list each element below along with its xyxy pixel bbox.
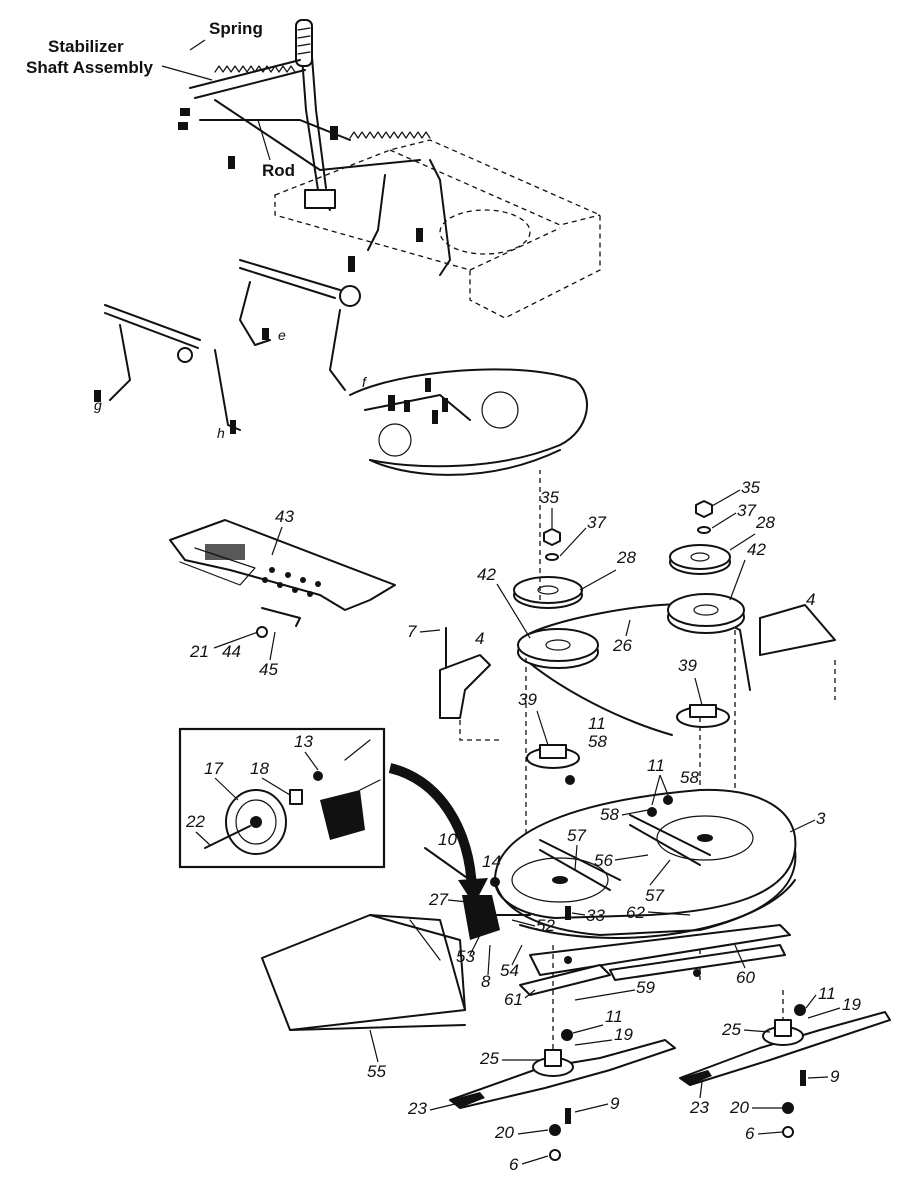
callout-3: 3: [816, 809, 826, 828]
letter-f: f: [362, 374, 368, 390]
callout-18: 18: [250, 759, 269, 778]
callout-21: 21: [189, 642, 209, 661]
callout-25-b: 25: [721, 1020, 741, 1039]
callout-56: 56: [594, 851, 613, 870]
callout-33: 33: [586, 906, 605, 925]
rod-label: Rod: [262, 161, 295, 180]
callout-39-left: 39: [518, 690, 537, 709]
callout-10: 10: [438, 830, 457, 849]
spring-top: [214, 65, 296, 73]
callout-22: 22: [185, 812, 205, 831]
callout-4-right: 4: [806, 590, 815, 609]
upper-deck-partial: [349, 368, 588, 476]
nut-35-right: [695, 500, 713, 518]
spring-label: Spring: [209, 19, 263, 38]
callout-39-right: 39: [678, 656, 697, 675]
lift-linkage-assembly: [94, 19, 601, 434]
callout-58-b: 58: [680, 768, 699, 787]
bracket-4-left: [439, 654, 491, 719]
part-callouts: 43 21 44 45 7 4 4 42 42 35 35 37 37 28 2…: [185, 478, 861, 1174]
callout-37-right: 37: [737, 501, 756, 520]
callout-62: 62: [626, 903, 645, 922]
blade-assemblies: [449, 945, 891, 1161]
callout-11-c: 11: [605, 1007, 623, 1026]
callout-42-left: 42: [477, 565, 496, 584]
stabilizer-label-line1: Stabilizer: [48, 37, 124, 56]
callout-42-right: 42: [747, 540, 766, 559]
callout-27: 27: [428, 890, 448, 909]
callout-58-c: 58: [600, 805, 619, 824]
letter-g: g: [94, 397, 102, 413]
callout-11-d: 11: [818, 984, 836, 1003]
callout-43: 43: [275, 507, 294, 526]
callout-23-b: 23: [689, 1098, 709, 1117]
callout-57-a: 57: [567, 826, 586, 845]
callout-17: 17: [204, 759, 223, 778]
callout-52: 52: [536, 916, 555, 935]
baffle-plates: [519, 924, 791, 996]
callout-57-b: 57: [645, 886, 664, 905]
callout-6-b: 6: [745, 1124, 755, 1143]
callout-13: 13: [294, 732, 313, 751]
top-labels: Spring Stabilizer Shaft Assembly Rod e f…: [26, 19, 368, 441]
stabilizer-label-line2: Shaft Assembly: [26, 58, 153, 77]
bracket-4-right: [759, 604, 836, 656]
callout-23-a: 23: [407, 1099, 427, 1118]
lift-handle-grip: [295, 19, 313, 67]
callout-45: 45: [259, 660, 278, 679]
callout-20-a: 20: [494, 1123, 514, 1142]
callout-11-a: 11: [588, 714, 606, 733]
callout-35-left: 35: [540, 488, 559, 507]
idler-wheel-inset: [178, 727, 488, 905]
callout-8: 8: [481, 972, 491, 991]
pulley-belt-assembly: [439, 470, 836, 980]
callout-44: 44: [222, 642, 241, 661]
callout-9-b: 9: [830, 1067, 840, 1086]
foot-panel: [169, 519, 396, 638]
callout-60: 60: [736, 968, 755, 987]
letter-h: h: [217, 425, 225, 441]
callout-20-b: 20: [729, 1098, 749, 1117]
callout-4-left: 4: [475, 629, 484, 648]
callout-19-b: 19: [842, 995, 861, 1014]
callout-59: 59: [636, 978, 655, 997]
callout-28-right: 28: [755, 513, 775, 532]
callout-11-b: 11: [647, 756, 665, 775]
nut-35-left: [543, 528, 561, 546]
callout-54: 54: [500, 961, 519, 980]
letter-e: e: [278, 327, 286, 343]
callout-53: 53: [456, 947, 475, 966]
discharge-chute: [261, 914, 466, 1031]
callout-6-a: 6: [509, 1155, 519, 1174]
callout-28-left: 28: [616, 548, 636, 567]
callout-25-a: 25: [479, 1049, 499, 1068]
callout-26: 26: [612, 636, 632, 655]
callout-55: 55: [367, 1062, 386, 1081]
spring-middle: [349, 131, 431, 139]
mower-deck: [424, 775, 797, 940]
callout-7: 7: [407, 622, 417, 641]
callout-14: 14: [482, 852, 501, 871]
callout-9-a: 9: [610, 1094, 620, 1113]
callout-35-right: 35: [741, 478, 760, 497]
callout-61: 61: [504, 990, 523, 1009]
callout-37-left: 37: [587, 513, 606, 532]
callout-19-a: 19: [614, 1025, 633, 1044]
callout-58-a: 58: [588, 732, 607, 751]
